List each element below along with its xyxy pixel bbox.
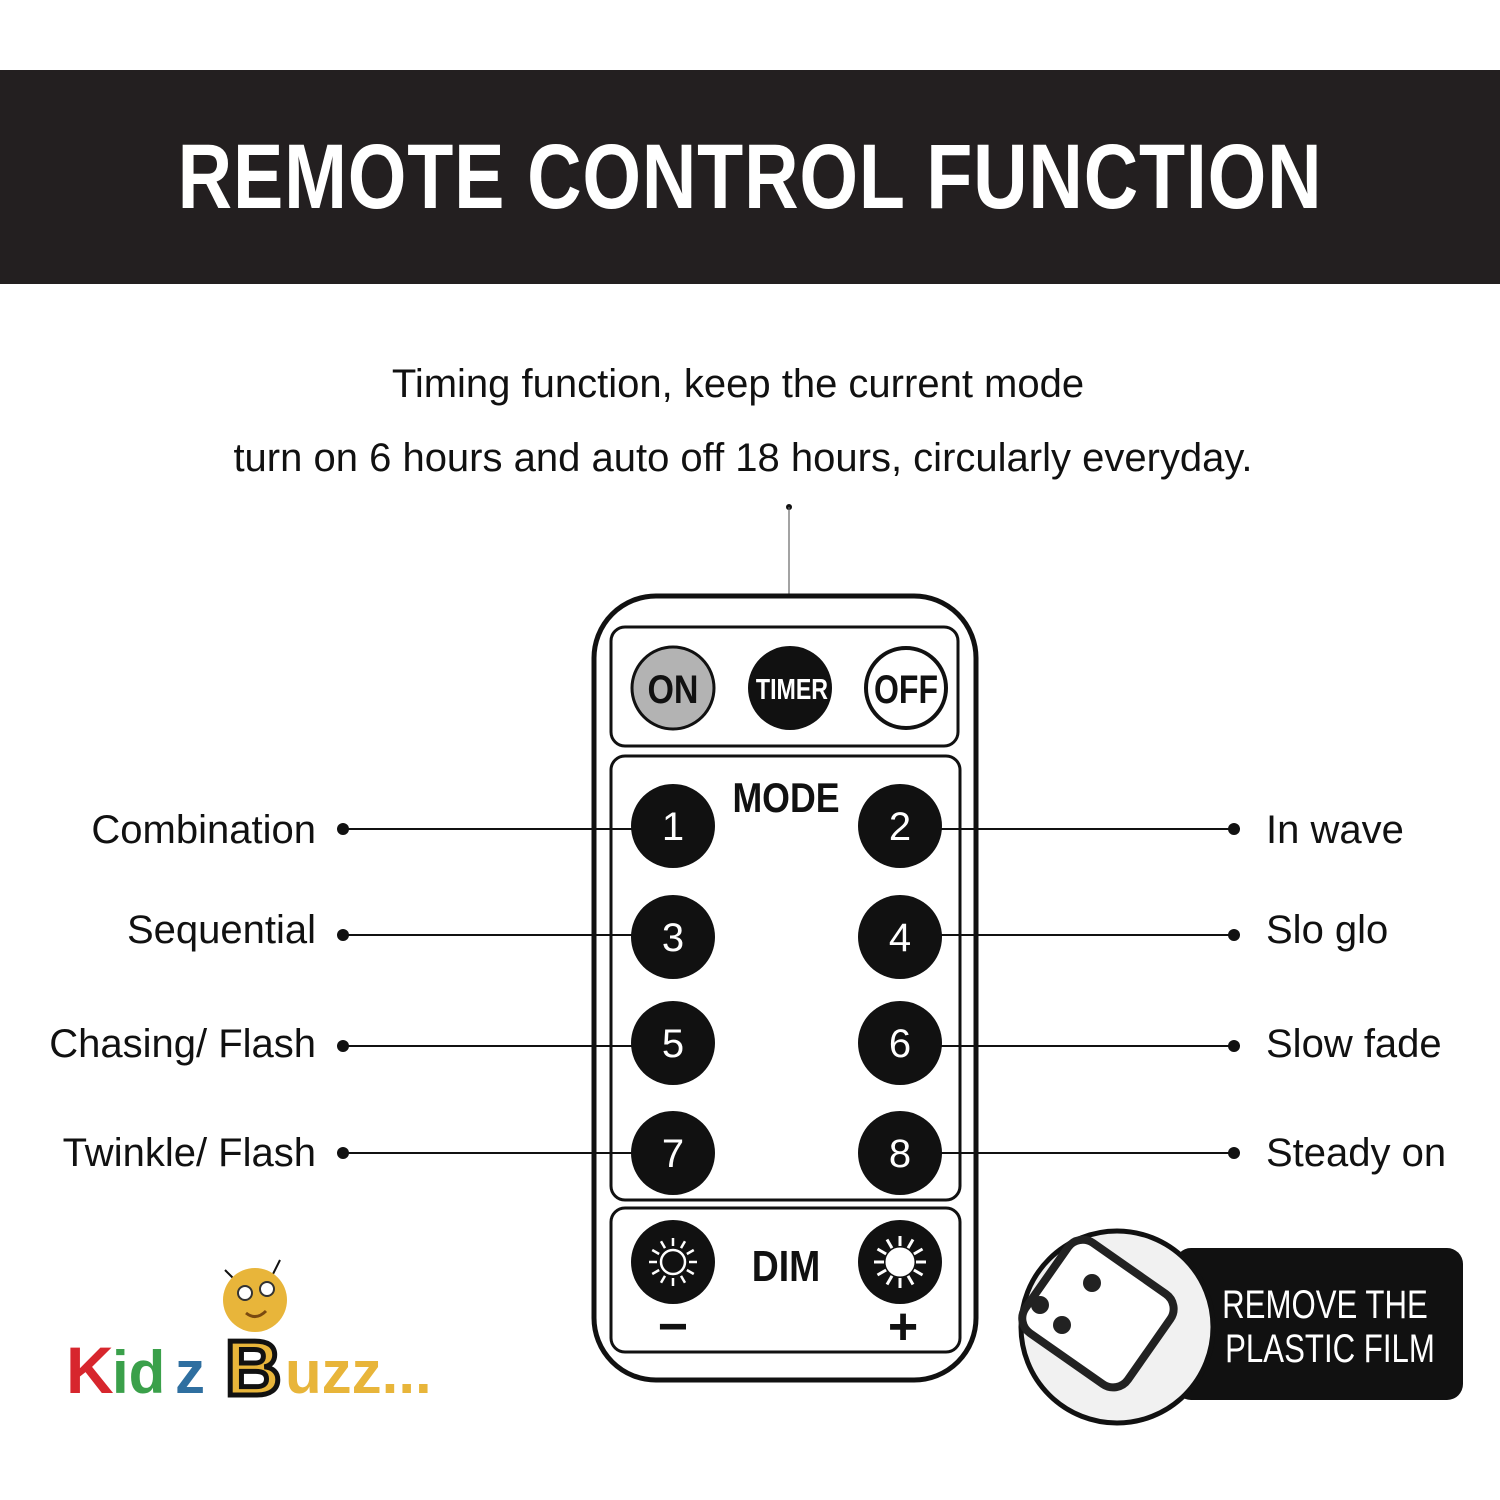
mode-button-number: 6: [889, 1022, 911, 1066]
plastic-film-callout: [1175, 1248, 1463, 1400]
svg-text:id: id: [112, 1339, 165, 1406]
dim-panel: [609, 1206, 962, 1354]
mode-label: MODE: [732, 775, 839, 821]
svg-text:uzz...: uzz...: [285, 1339, 432, 1406]
sun-filled-icon: [874, 1236, 926, 1288]
mode-label-chasing-flash: Chasing/ Flash: [49, 1022, 316, 1066]
kidz-buzz-watermark: K id z B uzz...: [66, 1259, 432, 1415]
dim-minus-button[interactable]: [631, 1220, 715, 1304]
mode-button-circle: [631, 784, 715, 868]
mode-button-circle: [858, 1111, 942, 1195]
mode-label-sequential: Sequential: [127, 908, 316, 952]
dim-minus-sign: −: [658, 1298, 688, 1356]
mode-label-twinkle-flash: Twinkle/ Flash: [63, 1131, 316, 1175]
mode-button-8[interactable]: 8: [858, 1111, 942, 1195]
mode-button-circle: [631, 1001, 715, 1085]
mode-panel: [609, 754, 962, 1202]
svg-text:B: B: [225, 1324, 281, 1412]
mode-button-4[interactable]: 4: [858, 895, 942, 979]
mode-button-number: 8: [889, 1132, 911, 1176]
mode-label-steady-on: Steady on: [1266, 1131, 1446, 1175]
power-panel: [609, 625, 960, 748]
callout-line2: PLASTIC FILM: [1225, 1326, 1435, 1371]
mode-label-in-wave: In wave: [1266, 808, 1404, 852]
timer-note-line1: Timing function, keep the current mode: [392, 362, 1084, 406]
mode-button-7[interactable]: 7: [631, 1111, 715, 1195]
mode-button-circle: [631, 895, 715, 979]
sun-outline-icon: [649, 1238, 697, 1286]
mode-button-1[interactable]: 1: [631, 784, 715, 868]
timer-note-line2: turn on 6 hours and auto off 18 hours, c…: [233, 436, 1252, 480]
mode-button-number: 5: [662, 1022, 684, 1066]
dim-label: DIM: [752, 1241, 821, 1291]
off-label: OFF: [874, 667, 938, 712]
mode-connectors: [343, 828, 1234, 1154]
mode-button-6[interactable]: 6: [858, 1001, 942, 1085]
mode-button-5[interactable]: 5: [631, 1001, 715, 1085]
mode-label-slo-glo: Slo glo: [1266, 908, 1388, 952]
mode-button-number: 3: [662, 916, 684, 960]
on-label: ON: [648, 666, 699, 711]
dim-plus-button[interactable]: [858, 1220, 942, 1304]
mode-button-number: 7: [662, 1132, 684, 1176]
mode-button-number: 4: [889, 916, 911, 960]
mode-button-number: 1: [662, 805, 684, 849]
on-button[interactable]: ON: [630, 645, 716, 731]
off-button[interactable]: OFF: [864, 646, 948, 730]
connector-dots: [337, 823, 1240, 1159]
mode-button-circle: [631, 1111, 715, 1195]
mode-label-slow-fade: Slow fade: [1266, 1022, 1442, 1066]
mode-label-combination: Combination: [91, 808, 316, 852]
mode-button-number: 2: [889, 805, 911, 849]
header-bar: REMOTE CONTROL FUNCTION: [0, 70, 1500, 284]
dim-plus-sign: +: [888, 1298, 918, 1356]
page-title: REMOTE CONTROL FUNCTION: [177, 125, 1323, 228]
mode-button-2[interactable]: 2: [858, 784, 942, 868]
remote-photo-inset: [1018, 1228, 1216, 1426]
mode-button-3[interactable]: 3: [631, 895, 715, 979]
timer-label: TIMER: [756, 672, 828, 705]
svg-text:z: z: [175, 1339, 205, 1406]
mode-button-circle: [858, 1001, 942, 1085]
bee-head-icon: [223, 1268, 287, 1332]
timer-button[interactable]: TIMER: [748, 646, 832, 730]
mode-button-circle: [858, 784, 942, 868]
svg-text:K: K: [66, 1333, 114, 1407]
callout-line1: REMOVE THE: [1222, 1282, 1428, 1327]
mode-button-circle: [858, 895, 942, 979]
